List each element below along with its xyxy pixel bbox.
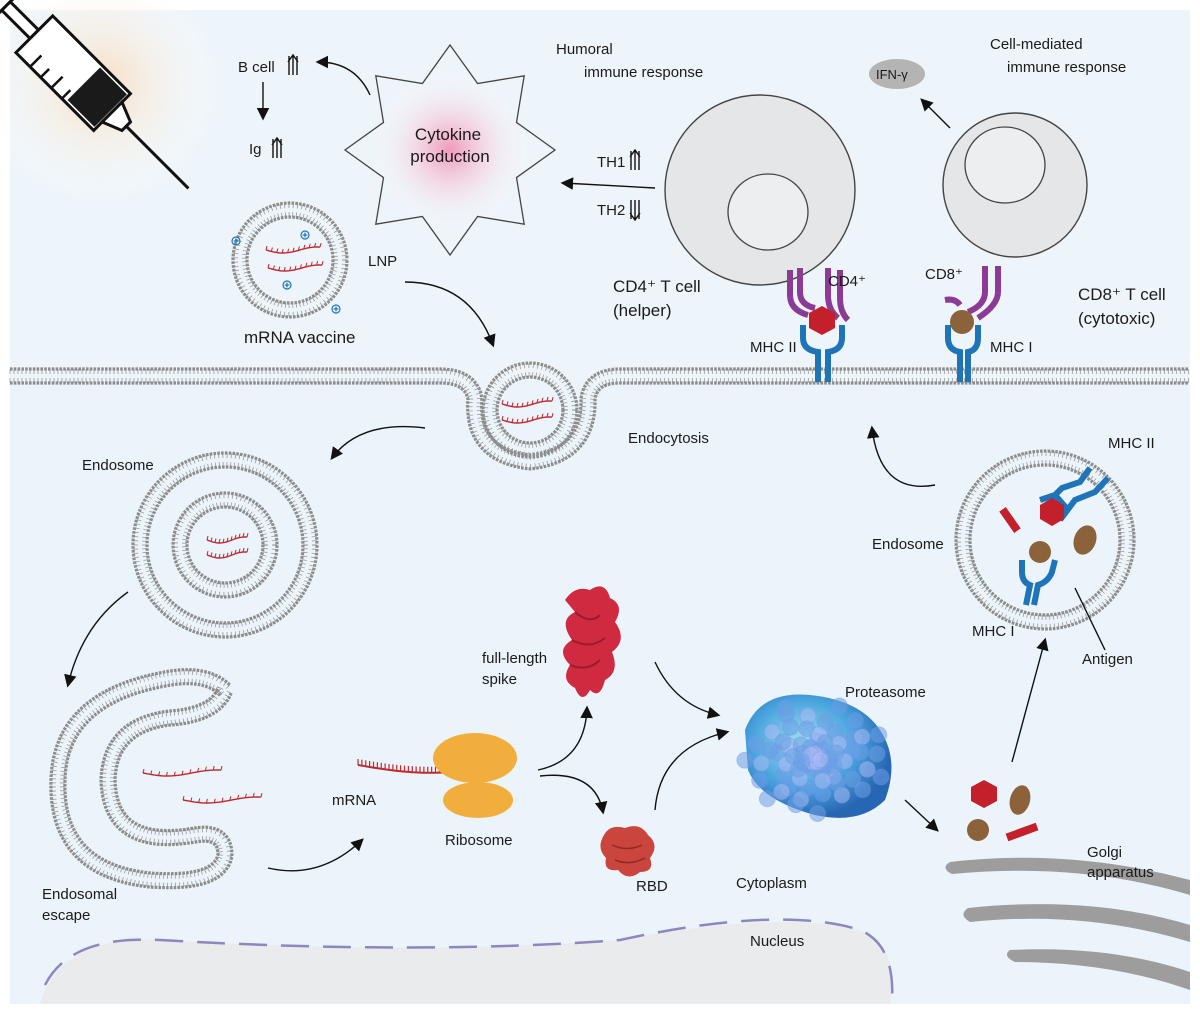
cell-mediated-label-1: Cell-mediated <box>990 36 1083 53</box>
endosome-right-label: Endosome <box>872 536 944 553</box>
endosome-left-label: Endosome <box>82 457 154 474</box>
mrna-label: mRNA <box>332 792 376 809</box>
golgi-label-1: Golgi <box>1087 844 1122 861</box>
proteasome-label: Proteasome <box>845 684 926 701</box>
lnp-label: LNP <box>368 253 397 270</box>
th1-label: TH1 <box>597 154 625 171</box>
ig-label: Ig <box>249 141 262 158</box>
cd8-label: CD8⁺ <box>925 266 963 283</box>
cd4-label: CD4⁺ <box>828 273 866 290</box>
cd4-t-cell-label-2: (helper) <box>613 301 672 320</box>
antigen-label: Antigen <box>1082 651 1133 668</box>
b-cell-label: B cell <box>238 59 275 76</box>
rbd-label: RBD <box>636 878 668 895</box>
ifn-gamma-label: IFN-γ <box>876 67 908 82</box>
full-length-label-1: full-length <box>482 650 547 667</box>
mhc2-membrane-label: MHC II <box>750 339 797 356</box>
nucleus-label: Nucleus <box>750 933 804 950</box>
cd8-t-cell <box>943 113 1087 257</box>
th2-label: TH2 <box>597 202 625 219</box>
endosomal-escape-label-2: escape <box>42 907 90 924</box>
cd4-t-cell <box>665 95 855 285</box>
humoral-label-2: immune response <box>584 64 703 81</box>
ribosome <box>433 733 517 818</box>
golgi-label-2: apparatus <box>1087 864 1154 881</box>
cd4-t-cell-label-1: CD4⁺ T cell <box>613 277 701 296</box>
mhc1-membrane-label: MHC I <box>990 339 1033 356</box>
cd8-t-cell-label-1: CD8⁺ T cell <box>1078 285 1166 304</box>
mhc1-endosome-label: MHC I <box>972 623 1015 640</box>
humoral-label-1: Humoral <box>556 41 613 58</box>
mrna-vaccine-label: mRNA vaccine <box>244 328 355 347</box>
full-length-label-2: spike <box>482 671 517 688</box>
endocytosis-label: Endocytosis <box>628 430 709 447</box>
ribosome-label: Ribosome <box>445 832 513 849</box>
cell-mediated-label-2: immune response <box>1007 59 1126 76</box>
cytoplasm-label: Cytoplasm <box>736 875 807 892</box>
mhc2-endosome-label: MHC II <box>1108 435 1155 452</box>
cd8-t-cell-label-2: (cytotoxic) <box>1078 309 1155 328</box>
endosomal-escape-label-1: Endosomal <box>42 886 117 903</box>
cytokine-label-1: Cytokine <box>415 125 481 144</box>
cytokine-label-2: production <box>410 147 489 166</box>
